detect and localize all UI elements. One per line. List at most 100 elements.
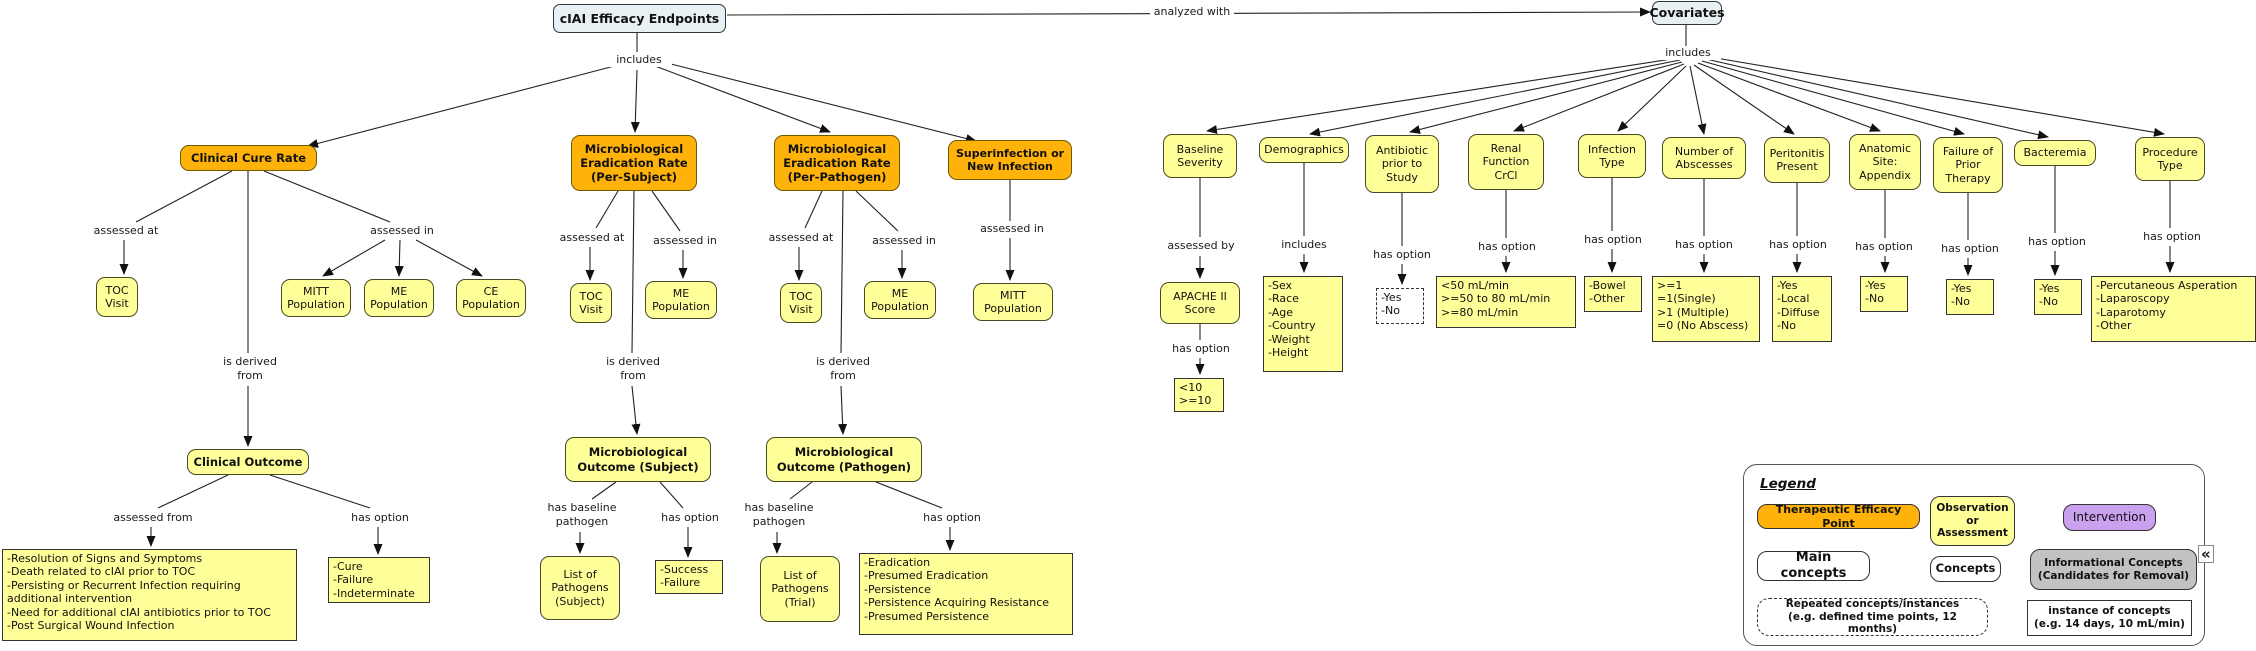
node-superinfection[interactable]: Superinfection or New Infection [948, 140, 1072, 180]
edge-label-assessed-in-super[interactable]: assessed in [974, 222, 1050, 236]
node-bacteremia[interactable]: Bacteremia [2014, 140, 2096, 166]
edge-label-has-option-mop[interactable]: has option [914, 511, 990, 525]
edge-label-has-option-infection[interactable]: has option [1575, 233, 1651, 247]
node-covariates[interactable]: Covariates [1649, 1, 1725, 25]
edge-label-has-option-failure[interactable]: has option [1932, 242, 2008, 256]
edge-label-has-option-co[interactable]: has option [342, 511, 418, 525]
node-toc-visit-ccr[interactable]: TOC Visit [96, 277, 138, 317]
node-anatomic-options[interactable]: -Yes -No [1860, 276, 1908, 312]
node-procedure-type[interactable]: Procedure Type [2135, 137, 2205, 181]
node-ce-population-ccr[interactable]: CE Population [456, 279, 526, 317]
edge-line [263, 170, 391, 223]
edge-label-derived-ccr[interactable]: is derived from [212, 355, 288, 383]
node-peritonitis-present[interactable]: Peritonitis Present [1764, 137, 1830, 183]
node-mitt-population-super[interactable]: MITT Population [973, 283, 1053, 321]
node-renal-function[interactable]: Renal Function CrCl [1468, 134, 1544, 190]
node-abscess-options[interactable]: >=1 =1(Single) >1 (Multiple) =0 (No Absc… [1652, 276, 1760, 342]
node-antibiotic-options[interactable]: -Yes -No [1376, 288, 1424, 324]
node-micro-outcome-subject[interactable]: Microbiological Outcome (Subject) [565, 437, 711, 482]
edge-label-has-option-bacteremia[interactable]: has option [2019, 235, 2095, 249]
edge-label-assessed-at-pathogen[interactable]: assessed at [763, 231, 839, 245]
edge-label-has-option-anatomic[interactable]: has option [1846, 240, 1922, 254]
edge-line [1697, 62, 1881, 132]
node-me-population-subject[interactable]: ME Population [645, 281, 717, 319]
edge-label-assessed-in-ccr[interactable]: assessed in [364, 224, 440, 238]
edge-label-includes-demographics[interactable]: includes [1271, 238, 1337, 252]
node-mer-per-pathogen[interactable]: Microbiological Eradication Rate (Per-Pa… [774, 135, 900, 191]
edge-label-analyzed-with[interactable]: analyzed with [1150, 5, 1234, 19]
node-list-pathogens-trial[interactable]: List of Pathogens (Trial) [760, 556, 840, 622]
edge-line [1693, 64, 1795, 135]
edge-label-has-option-antibiotic[interactable]: has option [1364, 248, 1440, 262]
edge-line [1206, 57, 1679, 134]
node-infection-options[interactable]: -Bowel -Other [1584, 276, 1642, 312]
legend-item-instance-of-concepts: instance of concepts (e.g. 14 days, 10 m… [2027, 600, 2192, 636]
node-clinical-outcome-options[interactable]: -Cure -Failure -Indeterminate [328, 557, 430, 603]
node-renal-options[interactable]: <50 mL/min >=50 to 80 mL/min >=80 mL/min [1436, 276, 1576, 328]
legend-item-concepts: Concepts [1930, 556, 2001, 582]
node-anatomic-site[interactable]: Anatomic Site: Appendix [1849, 134, 1921, 190]
edge-line [1689, 65, 1707, 135]
edge-label-derived-subject[interactable]: is derived from [595, 355, 671, 383]
node-apache-options[interactable]: <10 >=10 [1174, 378, 1224, 412]
node-apache-score[interactable]: APACHE II Score [1160, 282, 1240, 324]
edge-label-assessed-at-ccr[interactable]: assessed at [88, 224, 164, 238]
edge-line [651, 190, 681, 232]
edge-line [855, 190, 899, 232]
node-procedure-options[interactable]: -Percutaneous Asperation -Laparoscopy -L… [2091, 276, 2256, 342]
node-antibiotic-prior[interactable]: Antibiotic prior to Study [1365, 135, 1439, 193]
node-ciai-efficacy-endpoints[interactable]: cIAI Efficacy Endpoints [553, 4, 726, 33]
edge-label-assessed-in-subject[interactable]: assessed in [647, 234, 723, 248]
node-micro-pathogen-options[interactable]: -Eradication -Presumed Eradication -Pers… [859, 553, 1073, 635]
node-mer-per-subject[interactable]: Microbiological Eradication Rate (Per-Su… [571, 135, 697, 191]
edge-label-has-option-renal[interactable]: has option [1469, 240, 1545, 254]
edge-line [1709, 56, 2165, 137]
edge-line [654, 65, 831, 133]
node-toc-visit-pathogen[interactable]: TOC Visit [780, 283, 822, 323]
legend-title: Legend [1760, 476, 1816, 492]
node-clinical-outcome[interactable]: Clinical Outcome [187, 449, 309, 475]
node-failure-options[interactable]: -Yes -No [1946, 279, 1994, 315]
node-bacteremia-options[interactable]: -Yes -No [2034, 279, 2082, 315]
edge-label-has-option-abscess[interactable]: has option [1666, 238, 1742, 252]
legend-item-informational-concepts: Informational Concepts (Candidates for R… [2030, 549, 2197, 590]
node-toc-visit-subject[interactable]: TOC Visit [570, 283, 612, 323]
edge-label-assessed-by[interactable]: assessed by [1160, 239, 1242, 253]
node-infection-type[interactable]: Infection Type [1578, 134, 1646, 178]
node-demographics[interactable]: Demographics [1259, 137, 1349, 163]
node-list-pathogens-subject[interactable]: List of Pathogens (Subject) [540, 556, 620, 620]
edge-line [659, 481, 684, 509]
node-clinical-cure-rate[interactable]: Clinical Cure Rate [180, 145, 317, 171]
edge-label-baseline-pathogen-trial[interactable]: has baseline pathogen [733, 501, 825, 529]
edge-label-has-option-peritonitis[interactable]: has option [1760, 238, 1836, 252]
edge-label-derived-pathogen[interactable]: is derived from [805, 355, 881, 383]
edge-line [1409, 61, 1683, 134]
edge-label-baseline-pathogen-subject[interactable]: has baseline pathogen [536, 501, 628, 529]
edge-label-has-option-apache[interactable]: has option [1163, 342, 1239, 356]
edge-line [1309, 59, 1681, 137]
node-failure-prior-therapy[interactable]: Failure of Prior Therapy [1933, 137, 2003, 193]
edge-line [1617, 65, 1687, 132]
edge-label-has-option-mos[interactable]: has option [652, 511, 728, 525]
edge-label-includes-covariates[interactable]: includes [1655, 46, 1721, 60]
legend-item-observation-or-assessment: Observation or Assessment [1930, 496, 2015, 546]
node-me-population-ccr[interactable]: ME Population [364, 279, 434, 317]
edge-line [307, 63, 623, 148]
node-mitt-population-ccr[interactable]: MITT Population [281, 279, 351, 317]
node-micro-subject-options[interactable]: -Success -Failure [655, 560, 723, 594]
edge-label-has-option-procedure[interactable]: has option [2134, 230, 2210, 244]
edge-label-includes-endpoints[interactable]: includes [606, 53, 672, 67]
node-demographics-items[interactable]: -Sex -Race -Age -Country -Weight -Height [1263, 276, 1343, 372]
edge-label-assessed-in-pathogen[interactable]: assessed in [866, 234, 942, 248]
node-baseline-severity[interactable]: Baseline Severity [1163, 134, 1237, 178]
edge-label-assessed-from[interactable]: assessed from [104, 511, 202, 525]
edge-label-assessed-at-subject[interactable]: assessed at [554, 231, 630, 245]
node-clinical-outcome-criteria[interactable]: -Resolution of Signs and Symptoms -Death… [2, 549, 297, 641]
node-micro-outcome-pathogen[interactable]: Microbiological Outcome (Pathogen) [766, 437, 922, 482]
legend-collapse-icon[interactable]: « [2198, 545, 2214, 563]
node-number-abscesses[interactable]: Number of Abscesses [1662, 137, 1746, 179]
node-peritonitis-options[interactable]: -Yes -Local -Diffuse -No [1772, 276, 1832, 342]
node-me-population-pathogen[interactable]: ME Population [864, 281, 936, 319]
edge-line [1705, 58, 2049, 140]
